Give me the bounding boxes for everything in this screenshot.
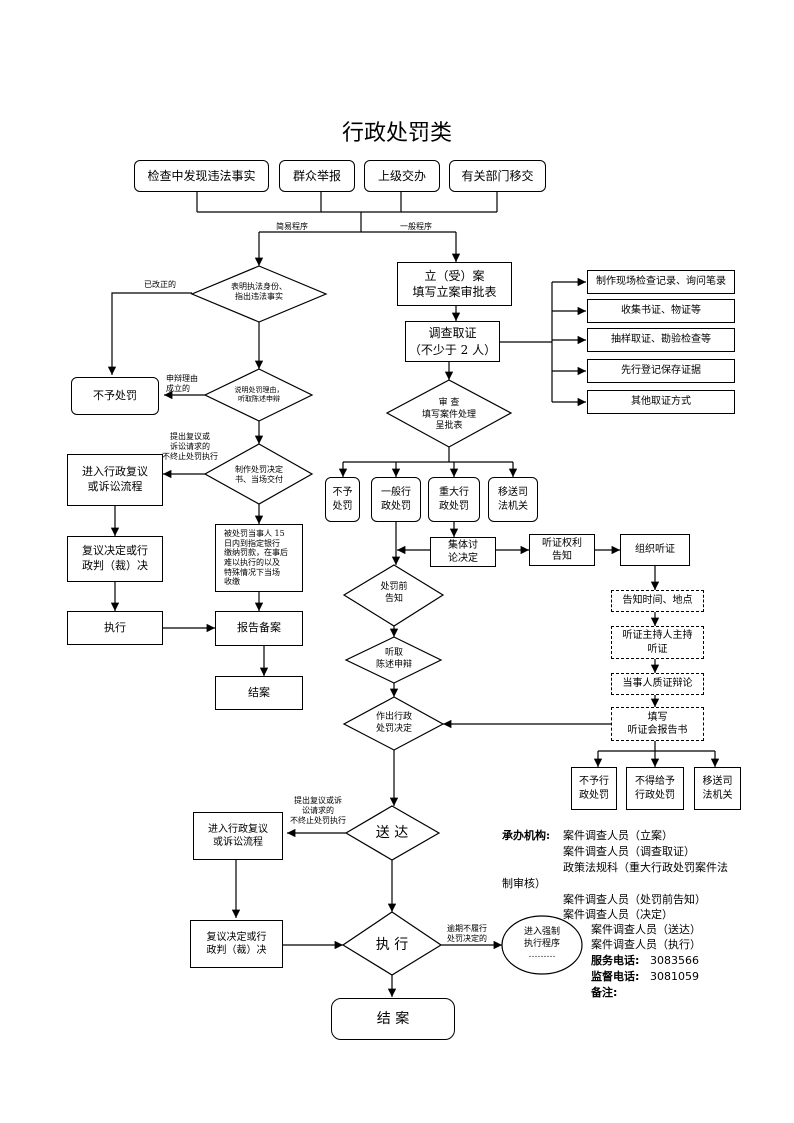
general-investigate: 调查取证 （不少于 2 人） (405, 321, 500, 362)
info-line-pre-notice: 案件调查人员（处罚前告知） (563, 893, 706, 906)
evidence-sampling: 抽样取证、勘验检查等 (587, 328, 735, 352)
outcome-general-penalty: 一般行 政处罚 (371, 477, 421, 522)
simple-close-case: 结案 (215, 676, 303, 710)
execute-diamond-text: 执 行 (375, 937, 409, 953)
hearing-report-book: 填写 听证会报告书 (611, 707, 704, 741)
general-close-case: 结 案 (331, 998, 455, 1040)
note-label: 备注: (591, 986, 618, 999)
outcome-transfer-judicial: 移送司 法机关 (488, 477, 538, 522)
simple-review-result: 复议决定或行 政判（裁）决 (67, 536, 163, 582)
label-simple-review-request: 提出复议或 诉讼请求的 不终止处罚执行 (162, 432, 218, 461)
label-overdue: 逾期不履行 处罚决定的 (447, 924, 487, 943)
hearing-outcome-no-penalty: 不予行 政处罚 (571, 767, 617, 810)
collective-decision: 集体讨 论决定 (430, 537, 496, 567)
enforcement-procedure: 进入强制 执行程序 ……… (523, 927, 560, 961)
organize-hearing: 组织听证 (620, 534, 690, 566)
info-line-execution: 案件调查人员（执行） (591, 938, 701, 951)
make-decision-diamond-text: 作出行政 处罚决定 (375, 712, 412, 734)
simple-explain-diamond-text: 说明处罚理由， 听取陈述申辩 (234, 386, 284, 404)
label-corrected: 已改正的 (144, 280, 176, 289)
info-line-filing: 案件调查人员（立案） (563, 829, 673, 842)
evidence-documents: 收集书证、物证等 (587, 299, 735, 323)
info-line-legal: 政策法规科（重大行政处罚案件法 (563, 861, 728, 874)
simple-pay-fine: 被处罚当事人 15 日内到指定银行 缴纳罚款，在事后 难以执行的以及 特殊情况下… (215, 524, 303, 592)
org-label: 承办机构: (502, 829, 551, 842)
info-line-legal-cont: 制审核） (502, 877, 546, 890)
label-general-review-request: 提出复议或诉 讼请求的 不终止处罚执行 (290, 796, 346, 825)
general-enter-review: 进入行政复议 或诉讼流程 (193, 812, 283, 860)
hearing-host: 听证主持人主持 听证 (611, 626, 704, 659)
simple-decision-diamond-text: 制作处罚决定 书、当场交付 (235, 465, 283, 485)
service-phone: 3083566 (650, 954, 699, 967)
hearing-right-notice: 听证权利 告知 (529, 534, 595, 566)
evidence-preservation: 先行登记保存证据 (587, 359, 735, 383)
pre-notice-diamond-text: 处罚前 告知 (380, 582, 408, 604)
info-line-delivery: 案件调查人员（送达） (591, 923, 701, 936)
notify-time-place: 告知时间、地点 (611, 590, 704, 612)
simple-enter-review: 进入行政复议 或诉讼流程 (67, 454, 163, 506)
label-general-program: 一般程序 (400, 222, 432, 231)
supervise-phone: 3081059 (650, 970, 699, 983)
label-simple-program: 简易程序 (276, 222, 308, 231)
general-file-case: 立（受）案 填写立案审批表 (397, 262, 512, 306)
label-defense-valid: 申辩理由 成立的 (166, 374, 198, 393)
evidence-record: 制作现场检查记录、询问笔录 (587, 270, 735, 294)
simple-no-penalty: 不予处罚 (71, 377, 159, 415)
outcome-major-penalty: 重大行 政处罚 (428, 477, 480, 522)
hearing-outcome-not-allowed: 不得给予 行政处罚 (626, 767, 684, 810)
source-public-report: 群众举报 (279, 160, 355, 192)
supervise-phone-label: 监督电话: (591, 970, 640, 983)
evidence-other: 其他取证方式 (587, 390, 735, 414)
outcome-no-penalty: 不予 处罚 (325, 477, 360, 522)
simple-execute: 执行 (67, 611, 163, 645)
general-review-result: 复议决定或行 政判（裁）决 (190, 920, 283, 968)
info-line-investigation: 案件调查人员（调查取证） (563, 845, 695, 858)
hearing-outcome-transfer: 移送司 法机关 (694, 767, 741, 810)
source-inspection: 检查中发现违法事实 (134, 160, 269, 192)
service-phone-label: 服务电话: (591, 954, 640, 967)
general-review-diamond-text: 审 查 填写案件处理 呈批表 (421, 398, 476, 432)
cross-examination: 当事人质证辩论 (611, 673, 704, 695)
listen-defense-diamond-text: 听取 陈述申辩 (375, 648, 412, 670)
source-superior: 上级交办 (364, 160, 440, 192)
deliver-diamond-text: 送 达 (375, 825, 409, 841)
simple-identify-diamond-text: 表明执法身份、 指出违法事实 (231, 282, 287, 302)
source-agency-transfer: 有关部门移交 (449, 160, 546, 192)
info-line-decision: 案件调查人员（决定） (563, 908, 673, 921)
page-title: 行政处罚类 (341, 121, 452, 146)
simple-report-filing: 报告备案 (215, 611, 303, 646)
